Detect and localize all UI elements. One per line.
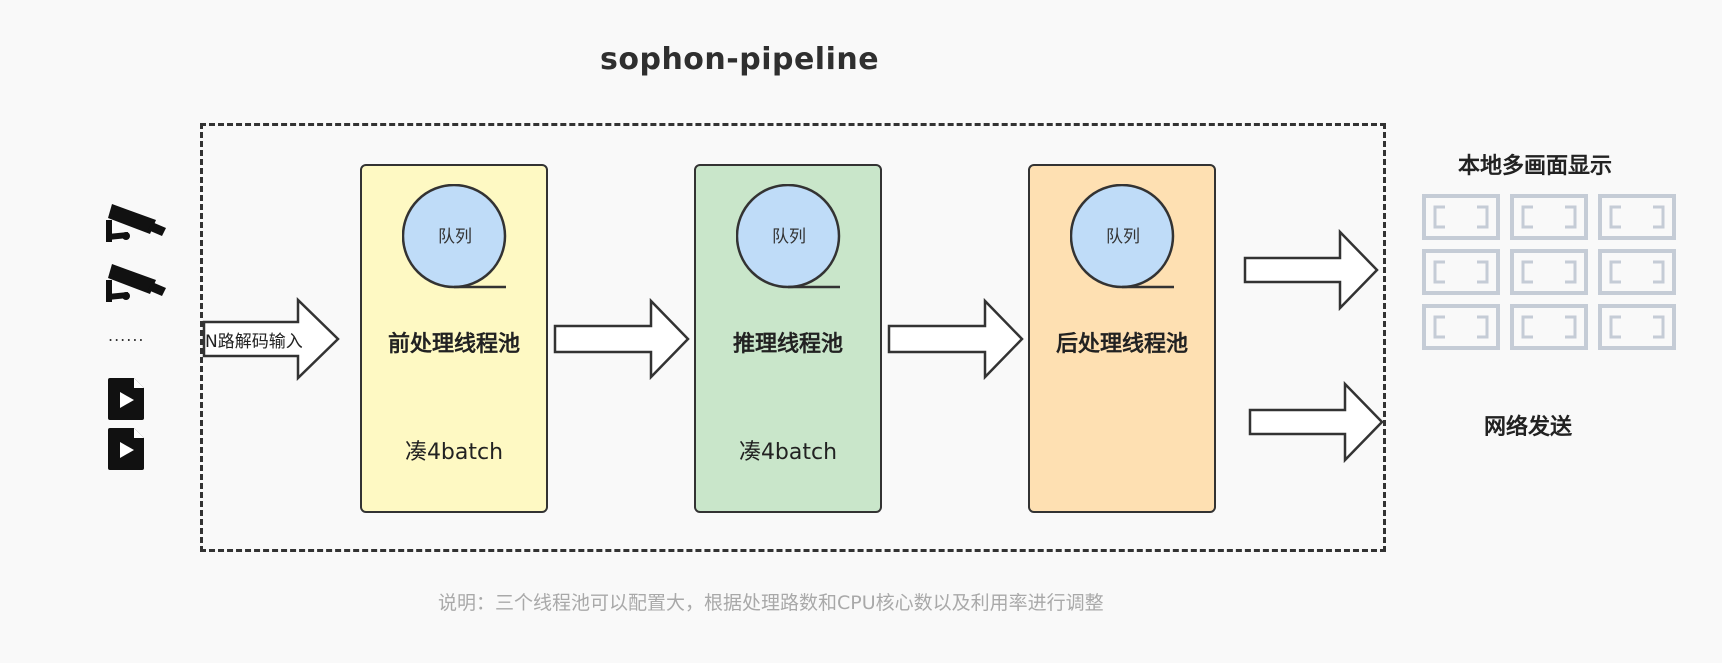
screen-frame-icon (1422, 194, 1500, 240)
display-output-title: 本地多画面显示 (1458, 154, 1613, 179)
stage-name: 前处理线程池 (387, 332, 520, 357)
arrow-inference-to-post (887, 297, 1024, 381)
network-output-title: 网络发送 (1484, 415, 1573, 440)
diagram-title: sophon-pipeline (600, 42, 880, 77)
stage-inference: 队列 推理线程池 凑4batch (694, 164, 882, 513)
video-file-icon (108, 378, 144, 420)
screen-frame-icon (1422, 249, 1500, 295)
stage-name: 后处理线程池 (1055, 332, 1188, 357)
cctv-camera-icon (106, 264, 166, 302)
arrow-to-network (1248, 380, 1384, 464)
source-ellipsis: ...... (108, 326, 145, 345)
input-arrow (202, 297, 340, 381)
screen-frame-icon (1598, 194, 1676, 240)
video-file-icon (108, 428, 144, 470)
queue-icon: 队列 (402, 184, 508, 290)
queue-icon: 队列 (1070, 184, 1176, 290)
footnote: 说明：三个线程池可以配置大，根据处理路数和CPU核心数以及利用率进行调整 (438, 592, 1104, 614)
screen-frame-icon (1510, 249, 1588, 295)
stage-batch: 凑4batch (404, 440, 504, 465)
screen-frame-icon (1510, 304, 1588, 350)
pipeline-container (200, 123, 1386, 552)
cctv-camera-icon (106, 204, 166, 242)
input-label: N路解码输入 (205, 332, 303, 352)
screen-frame-icon (1510, 194, 1588, 240)
stage-name: 推理线程池 (732, 332, 843, 357)
screen-frame-icon (1422, 304, 1500, 350)
stage-batch: 凑4batch (738, 440, 838, 465)
queue-label: 队列 (772, 227, 806, 247)
arrow-pre-to-inference (553, 297, 690, 381)
stage-postprocess: 队列 后处理线程池 (1028, 164, 1216, 513)
queue-label: 队列 (1106, 227, 1140, 247)
queue-icon: 队列 (736, 184, 842, 290)
arrow-to-display (1243, 228, 1379, 312)
screen-frame-icon (1598, 249, 1676, 295)
stage-preprocess: 队列 前处理线程池 凑4batch (360, 164, 548, 513)
screen-frame-icon (1598, 304, 1676, 350)
screen-grid (1422, 194, 1676, 350)
queue-label: 队列 (438, 227, 472, 247)
